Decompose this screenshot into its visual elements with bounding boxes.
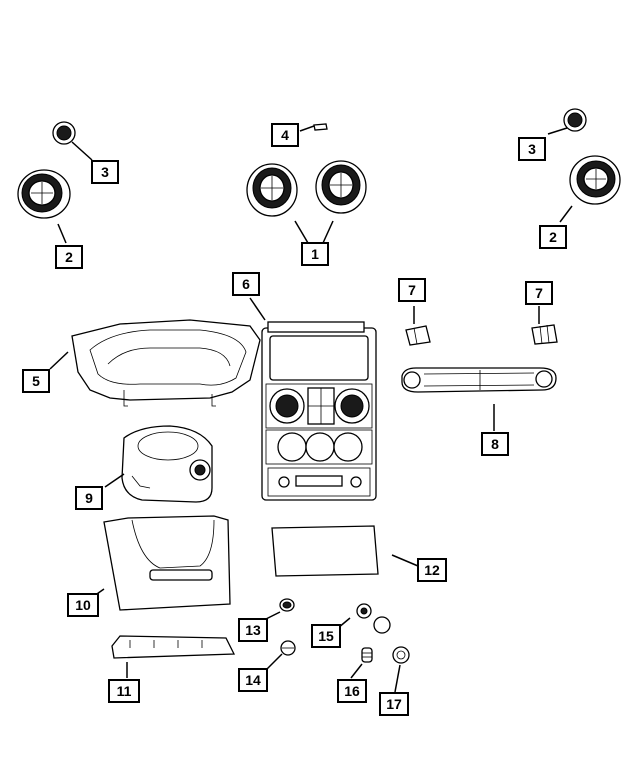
part-17-grommet (392, 646, 410, 664)
callout-5-label: 5 (32, 373, 40, 389)
callout-8-label: 8 (491, 436, 499, 452)
callout-10-label: 10 (75, 597, 91, 613)
callout-11: 11 (108, 679, 140, 703)
callout-4: 4 (271, 123, 299, 147)
part-5-cluster-bezel (71, 319, 261, 407)
leader-9 (104, 473, 125, 488)
callout-5: 5 (22, 369, 50, 393)
leader-6 (249, 297, 266, 321)
part-14-round-knob (280, 640, 296, 656)
leader-1b (322, 220, 334, 244)
leader-1a (294, 220, 309, 244)
callout-3-right-label: 3 (528, 141, 536, 157)
callout-7-right: 7 (525, 281, 553, 305)
callout-8: 8 (481, 432, 509, 456)
leader-3a (71, 141, 93, 161)
callout-14: 14 (238, 668, 268, 692)
callout-17-label: 17 (386, 696, 402, 712)
part-16-spring-clip (361, 647, 373, 663)
leader-2a (57, 223, 67, 244)
callout-2-right: 2 (539, 225, 567, 249)
part-10-lower-panel (103, 515, 231, 611)
callout-2-left-label: 2 (65, 249, 73, 265)
callout-7-right-label: 7 (535, 285, 543, 301)
part-9-column-shroud (121, 425, 213, 503)
callout-13-label: 13 (245, 622, 261, 638)
callout-17: 17 (379, 692, 409, 716)
callout-1-label: 1 (311, 246, 319, 262)
part-13-plug (279, 598, 295, 612)
callout-12-label: 12 (424, 562, 440, 578)
callout-7-left: 7 (398, 278, 426, 302)
part-11-bezel-strip (111, 635, 236, 659)
callout-2-right-label: 2 (549, 229, 557, 245)
part-2-left-round-vent (17, 169, 71, 219)
callout-2-left: 2 (55, 245, 83, 269)
part-4-clip (313, 123, 328, 131)
callout-4-label: 4 (281, 127, 289, 143)
leader-2b (559, 205, 573, 223)
leader-17 (394, 664, 401, 693)
part-7-right-knob (531, 324, 558, 345)
callout-3-right: 3 (518, 137, 546, 161)
callout-10: 10 (67, 593, 99, 617)
callout-13: 13 (238, 618, 268, 642)
part-1-center-vents (246, 160, 367, 217)
part-7-left-knob (405, 325, 431, 346)
callout-12: 12 (417, 558, 447, 582)
callout-3-left-label: 3 (101, 164, 109, 180)
callout-11-label: 11 (117, 683, 132, 699)
leader-5 (49, 351, 69, 370)
callout-9-label: 9 (85, 490, 93, 506)
callout-16-label: 16 (344, 683, 360, 699)
callout-15-label: 15 (318, 628, 334, 644)
part-3-right-vent-cap (563, 108, 587, 132)
part-8-grab-handle (401, 367, 557, 393)
leader-12 (391, 554, 419, 567)
part-6-center-stack-bezel (261, 321, 377, 501)
callout-6-label: 6 (242, 276, 250, 292)
callout-9: 9 (75, 486, 103, 510)
callout-14-label: 14 (245, 672, 261, 688)
part-3-left-vent-cap (52, 121, 76, 145)
part-2-right-round-vent (569, 155, 621, 205)
callout-6: 6 (232, 272, 260, 296)
callout-3-left: 3 (91, 160, 119, 184)
callout-15: 15 (311, 624, 341, 648)
leader-3b (547, 127, 568, 135)
callout-16: 16 (337, 679, 367, 703)
callout-1: 1 (301, 242, 329, 266)
leader-lines (49, 125, 573, 693)
part-15-connector (356, 603, 391, 634)
leader-16 (350, 663, 363, 679)
leader-4 (299, 125, 315, 132)
part-12-storage-pad (271, 525, 379, 577)
callout-7-left-label: 7 (408, 282, 416, 298)
